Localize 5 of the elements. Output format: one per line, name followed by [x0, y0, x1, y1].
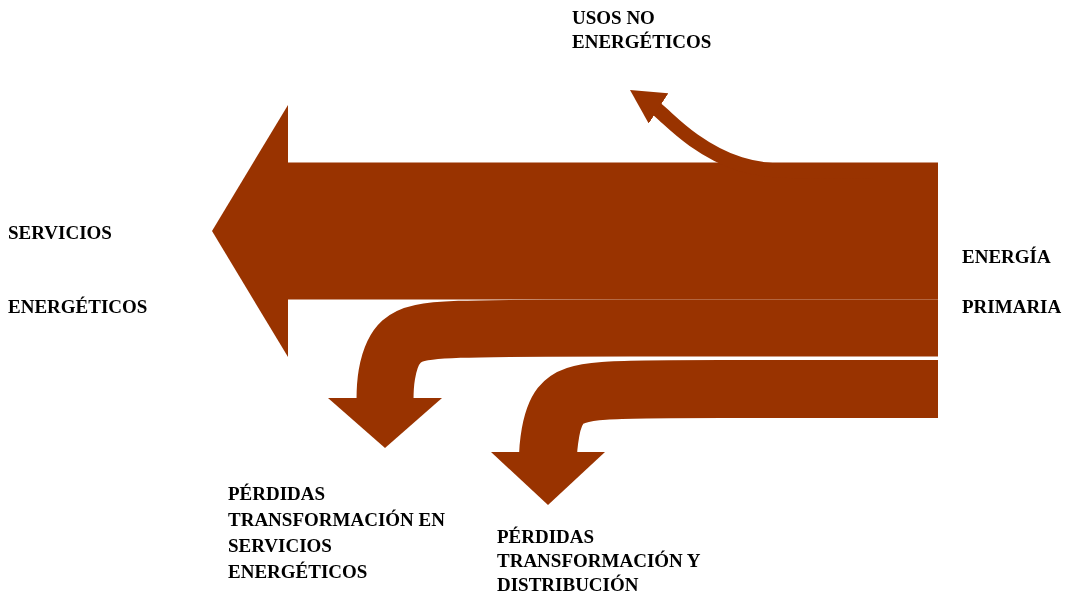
flow-label: SERVICIOS ENERGÉTICOS [8, 221, 149, 319]
flow-label: ENERGÍA PRIMARIA [962, 245, 1063, 319]
flow-label: PÉRDIDAS TRANSFORMACIÓN EN SERVICIOS ENERGÉTICOS [228, 482, 446, 584]
flow-label: USOS NO ENERGÉTICOS [572, 6, 713, 54]
flow-label: PÉRDIDAS TRANSFORMACIÓN Y DISTRIBUCIÓN [497, 525, 701, 597]
